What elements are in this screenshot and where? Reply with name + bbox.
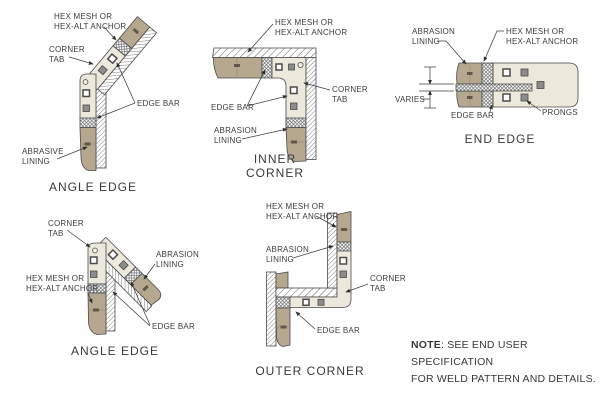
angled-leg — [84, 16, 158, 96]
label-hex-mesh: HEX MESH OR HEX-ALT ANCHOR — [266, 202, 339, 221]
varies-dimension — [419, 66, 454, 109]
label-varies: VARIES — [395, 95, 425, 104]
label-edge-bar: EDGE BAR — [317, 326, 360, 335]
angle-edge-top-drawing — [56, 16, 158, 171]
edge-bar-weld — [336, 241, 352, 252]
edge-bar-hatch — [212, 47, 317, 58]
note-bold-prefix: NOTE — [411, 339, 441, 351]
note-line1-text: : SEE END USER SPECIFICATION — [411, 339, 528, 368]
caption-inner-corner: INNER CORNER — [245, 152, 304, 180]
prong — [520, 68, 529, 77]
angle-edge-bottom-drawing — [66, 229, 162, 335]
edge-bar-hatch — [266, 271, 277, 347]
prong — [520, 93, 529, 102]
edge-bar-weld — [79, 117, 97, 128]
caption-end-edge: END EDGE — [464, 132, 536, 146]
edge-bar-hatch — [275, 287, 338, 298]
angled-leg — [91, 236, 162, 313]
end-edge-drawing — [419, 30, 579, 113]
label-abrasion-lining: ABRASION LINING — [156, 250, 199, 269]
label-edge-bar: EDGE BAR — [211, 103, 254, 112]
label-corner-tab: CORNER TAB — [332, 85, 368, 104]
label-corner-tab: CORNER TAB — [49, 45, 85, 64]
label-edge-bar: EDGE BAR — [451, 111, 494, 120]
caption-angle-edge-bottom: ANGLE EDGE — [70, 344, 160, 358]
label-corner-tab: CORNER TAB — [48, 219, 84, 238]
edge-bar-weld — [285, 117, 307, 128]
prong — [502, 93, 511, 102]
edge-bar-hatch — [305, 57, 317, 160]
label-edge-bar: EDGE BAR — [137, 99, 180, 108]
note-line-2: FOR WELD PATTERN AND DETAILS. — [411, 373, 596, 385]
tab-hole — [82, 79, 89, 85]
edge-bar-plate — [492, 62, 579, 108]
label-prongs: PRONGS — [542, 108, 578, 117]
tab-hole — [297, 61, 304, 69]
label-abrasion-lining: ABRASION LINING — [214, 126, 257, 145]
inner-corner-drawing — [212, 23, 331, 162]
label-hex-mesh: HEX MESH OR HEX-ALT ANCHOR — [54, 12, 127, 31]
note-line-1: NOTE: SEE END USER SPECIFICATION — [411, 337, 600, 371]
edge-bar-core — [455, 83, 533, 92]
abrasion-lining-fill — [336, 211, 352, 243]
spec-note: NOTE: SEE END USER SPECIFICATION FOR WEL… — [411, 337, 600, 388]
edge-bar-hatch — [327, 212, 338, 289]
edge-bar-weld — [275, 296, 291, 309]
label-abrasive-lining: ABRASIVE LINING — [22, 147, 64, 166]
label-abrasion-lining: ABRASION LINING — [266, 245, 309, 264]
label-hex-mesh: HEX MESH OR HEX-ALT ANCHOR — [506, 27, 579, 46]
abrasion-lining-fill — [285, 127, 307, 162]
caption-outer-corner: OUTER CORNER — [255, 364, 365, 378]
edge-bar-weld — [261, 57, 273, 79]
prong — [502, 68, 511, 77]
abrasion-lining-fill — [213, 57, 263, 79]
label-hex-mesh: HEX MESH OR HEX-ALT ANCHOR — [275, 18, 348, 37]
abrasion-lining-fill — [87, 292, 107, 335]
label-corner-tab: CORNER TAB — [370, 274, 406, 293]
label-abrasion-lining: ABRASION LINING — [412, 27, 455, 46]
outer-corner-drawing — [266, 211, 369, 347]
prong — [536, 81, 545, 89]
tab-hole — [92, 247, 98, 254]
caption-angle-edge-top: ANGLE EDGE — [48, 180, 138, 194]
label-edge-bar: EDGE BAR — [152, 322, 195, 331]
corner-tab-plate — [289, 250, 352, 308]
label-hex-mesh: HEX MESH OR HEX-ALT ANCHOR — [26, 274, 99, 293]
abrasion-lining-fill — [275, 271, 289, 289]
abrasive-lining-fill — [79, 127, 97, 171]
